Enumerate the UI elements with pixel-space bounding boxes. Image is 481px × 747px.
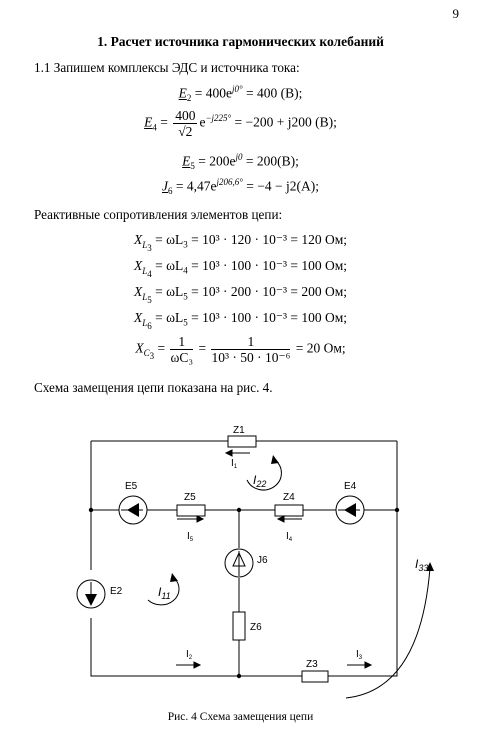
equation-xl6: XL6 = ωL5 = 10³ · 100 · 10⁻³ = 100 Ом; <box>133 310 348 331</box>
label-loop-i33: I33 <box>415 557 428 573</box>
equation-j6: J6 = 4,47ej206,6° = −4 − j2(А); <box>162 177 319 197</box>
label-z3: Z3 <box>306 659 318 670</box>
section-heading: 1. Расчет источника гармонических колеба… <box>97 34 384 49</box>
loop-arrow-i11 <box>147 577 180 606</box>
label-i3: I3 <box>356 649 363 661</box>
page-number: 9 <box>452 6 460 21</box>
source-e4 <box>335 495 365 525</box>
resistor-z5 <box>176 504 206 517</box>
loop-arrow-i33 <box>345 567 431 699</box>
label-loop-i22: I22 <box>253 473 266 489</box>
label-i2: I2 <box>186 649 193 661</box>
equation-xl4: XL4 = ωL4 = 10³ · 100 · 10⁻³ = 100 Ом; <box>133 258 348 279</box>
label-i5: I5 <box>187 531 194 543</box>
figure-caption: Рис. 4 Схема замещения цепи <box>167 711 314 723</box>
source-e5 <box>118 495 148 525</box>
label-e2: E2 <box>110 586 123 597</box>
reactive-intro-text: Реактивные сопротивления элементов цепи: <box>34 207 283 222</box>
node-left <box>88 507 94 513</box>
label-e4: E4 <box>344 481 357 492</box>
equation-xl3: XL3 = ωL3 = 10³ · 120 · 10⁻³ = 120 Ом; <box>133 232 348 253</box>
equation-e2: E2 = 400ej0° = 400 (В); <box>178 84 303 104</box>
resistor-z3 <box>301 670 329 683</box>
resistor-z4 <box>274 504 304 517</box>
scheme-text: Схема замещения цепи показана на рис. 4. <box>34 380 273 395</box>
label-z1: Z1 <box>233 425 245 436</box>
label-e5: E5 <box>125 481 138 492</box>
label-z5: Z5 <box>184 492 196 503</box>
resistor-z1 <box>227 435 257 448</box>
source-e2 <box>76 579 106 609</box>
label-j6: J6 <box>257 555 268 566</box>
label-z6: Z6 <box>250 622 262 633</box>
label-z4: Z4 <box>283 492 295 503</box>
wire-right <box>328 441 398 677</box>
resistor-z6 <box>232 611 246 641</box>
label-i4: I4 <box>286 531 293 543</box>
node-right <box>394 507 400 513</box>
label-i1: I1 <box>231 458 238 470</box>
current-source-j6 <box>224 548 254 578</box>
equation-xl5: XL5 = ωL5 = 10³ · 200 · 10⁻³ = 200 Ом; <box>133 284 348 305</box>
loop-arrow-i22 <box>246 459 282 491</box>
intro-text: 1.1 Запишем комплексы ЭДС и источника то… <box>34 60 300 75</box>
equation-e5: E5 = 200ej0 = 200(В); <box>182 152 299 172</box>
label-loop-i11: I11 <box>158 585 171 601</box>
wire-left-lower <box>90 618 302 677</box>
node-bottom <box>236 673 242 679</box>
node-center <box>236 507 242 513</box>
